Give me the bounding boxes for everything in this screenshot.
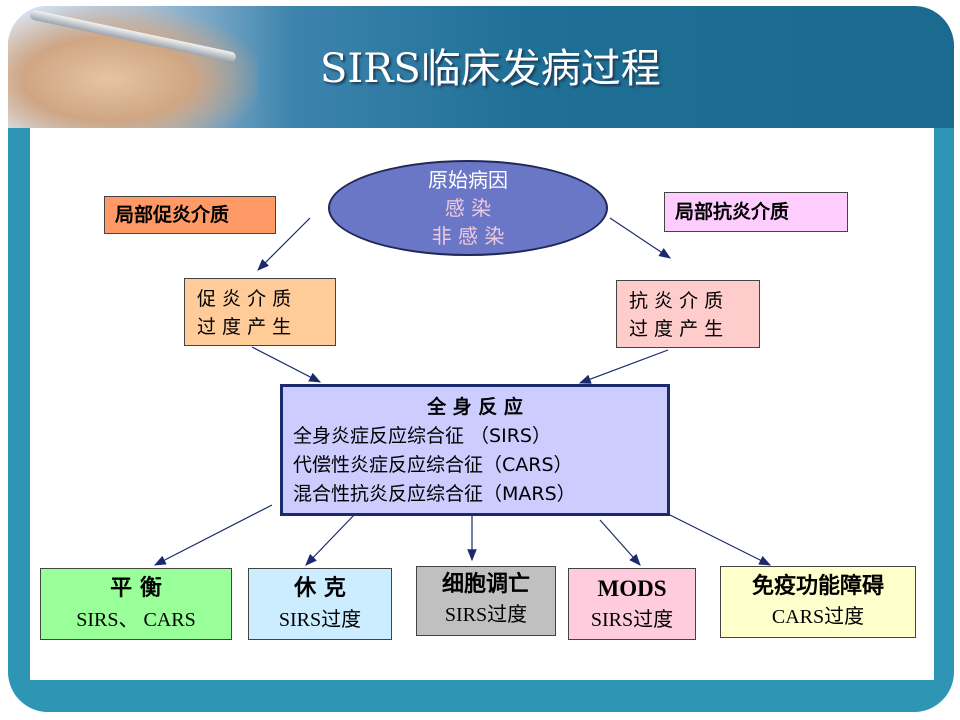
cars-line: 代偿性炎症反应综合征（CARS） (293, 454, 573, 476)
proinflammatory-overproduction-box: 促 炎 介 质 过 度 产 生 (184, 278, 336, 346)
outcome-apoptosis: 细胞调亡 SIRS过度 (416, 566, 556, 636)
outcome-mods-title: MODS (597, 576, 667, 601)
right-box-line2: 过 度 产 生 (629, 318, 724, 340)
local-proinflammatory-label: 局部促炎介质 (104, 196, 276, 234)
outcome-apoptosis-title: 细胞调亡 (441, 572, 530, 597)
right-box-line1: 抗 炎 介 质 (629, 290, 724, 312)
slide-header (8, 6, 954, 128)
hand-image (8, 6, 258, 128)
left-box-line1: 促 炎 介 质 (197, 288, 292, 310)
slide-title: SIRS临床发病过程 (320, 46, 661, 92)
arrow-to-immune (667, 513, 772, 566)
outcome-shock-sub: SIRS过度 (278, 609, 362, 631)
systemic-response-box: 全 身 反 应 全身炎症反应综合征 （SIRS） 代偿性炎症反应综合征（CARS… (280, 384, 670, 516)
outcome-balance: 平 衡 SIRS、 CARS (40, 568, 232, 640)
arrow-to-mods (599, 519, 641, 566)
systemic-response-heading: 全 身 反 应 (427, 396, 523, 418)
outcome-shock: 休 克 SIRS过度 (248, 568, 392, 640)
outcome-mods: MODS SIRS过度 (568, 568, 696, 640)
arrow-left-center (251, 346, 322, 383)
outcome-shock-title: 休 克 (294, 576, 346, 601)
outcome-immune-title: 免疫功能障碍 (751, 574, 884, 599)
origin-line1: 原始病因 (428, 168, 508, 192)
antiinflammatory-overproduction-box: 抗 炎 介 质 过 度 产 生 (616, 280, 760, 348)
arrow-to-balance (153, 504, 273, 566)
left-box-line2: 过 度 产 生 (197, 316, 292, 338)
origin-cause-ellipse: 原始病因 感 染 非 感 染 (328, 160, 608, 256)
arrow-to-shock (305, 513, 356, 566)
arrow-origin-left (257, 217, 311, 271)
outcome-balance-sub: SIRS、 CARS (76, 609, 196, 631)
origin-line3: 非 感 染 (431, 224, 505, 248)
origin-line2: 感 染 (444, 196, 492, 220)
mars-line: 混合性抗炎反应综合征（MARS） (293, 483, 576, 505)
outcome-immune-dysfunction: 免疫功能障碍 CARS过度 (720, 566, 916, 638)
outcome-balance-title: 平 衡 (110, 576, 162, 601)
outcome-mods-sub: SIRS过度 (590, 609, 674, 631)
sirs-line: 全身炎症反应综合征 （SIRS） (293, 425, 551, 447)
outcome-immune-sub: CARS过度 (771, 606, 865, 628)
arrow-origin-right (609, 217, 671, 259)
outcome-apoptosis-sub: SIRS过度 (444, 604, 528, 626)
arrow-right-center (578, 349, 669, 384)
local-antiinflammatory-label: 局部抗炎介质 (664, 192, 848, 232)
